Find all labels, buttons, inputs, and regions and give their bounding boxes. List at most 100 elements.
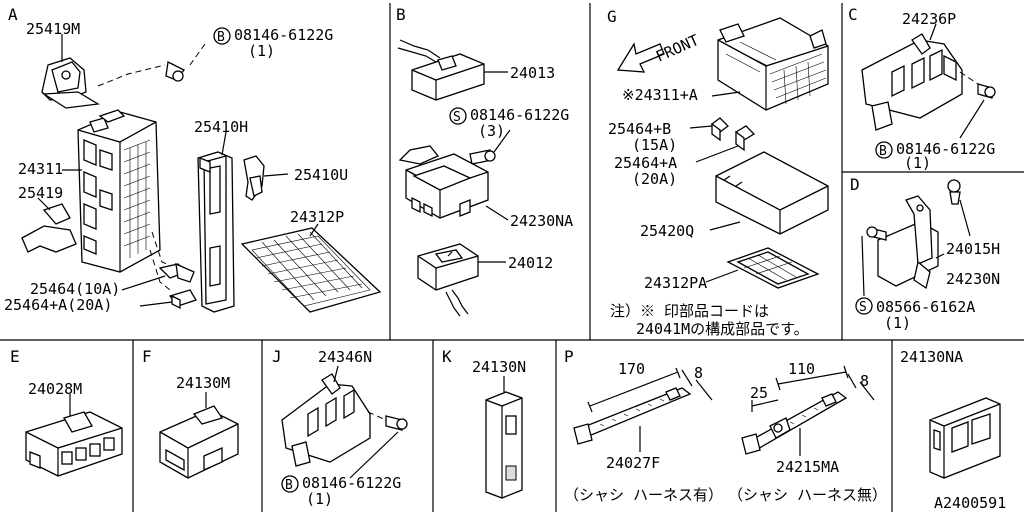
caption-with-harness: （シャシ ハーネス有） bbox=[564, 486, 723, 504]
section-p bbox=[573, 365, 875, 456]
section-f bbox=[159, 392, 239, 479]
label-qty-b: (3) bbox=[478, 122, 505, 140]
screw-badge-s-d: S bbox=[855, 297, 873, 315]
section-p-label: P bbox=[564, 347, 574, 366]
bolt-d-drawing bbox=[947, 179, 961, 205]
connector-24130m-drawing bbox=[159, 405, 239, 479]
label-25464a-g: 25464+A bbox=[614, 154, 677, 172]
fuse-20a-g-drawing bbox=[734, 125, 756, 152]
section-d-label: D bbox=[850, 175, 860, 194]
screw-c-drawing bbox=[977, 83, 996, 99]
front-arrow-icon bbox=[616, 42, 665, 73]
fuse-box-24311a-drawing bbox=[717, 17, 829, 111]
label-08146-6122g-c: 08146-6122G bbox=[896, 140, 995, 158]
screw-j-drawing bbox=[385, 415, 408, 431]
label-front: FRONT bbox=[653, 31, 702, 66]
svg-text:B: B bbox=[217, 30, 225, 45]
label-24311a: ※24311+A bbox=[622, 86, 698, 104]
connector-24028m-drawing bbox=[25, 411, 123, 477]
section-d bbox=[861, 179, 971, 297]
section-k-label: K bbox=[442, 347, 452, 366]
bolt-badge-b-a: B bbox=[213, 27, 231, 45]
bracket-25419-drawing bbox=[21, 203, 77, 253]
relay-24012-drawing bbox=[417, 243, 479, 317]
section-e-label: E bbox=[10, 347, 20, 366]
label-25464a-20a: 25464+A(20A) bbox=[4, 296, 112, 314]
label-qty-a: (1) bbox=[248, 42, 275, 60]
section-a-label: A bbox=[8, 5, 18, 24]
label-24015h: 24015H bbox=[946, 240, 1000, 258]
bracket-24236p-drawing bbox=[861, 33, 963, 131]
label-qty-d: (1) bbox=[884, 314, 911, 332]
section-f-label: F bbox=[142, 347, 152, 366]
note-line-1: 注）※ 印部品コードは bbox=[610, 302, 769, 320]
section-b-label: B bbox=[396, 5, 406, 24]
dim-25: 25 bbox=[750, 384, 768, 402]
caption-without-harness: （シャシ ハーネス無） bbox=[728, 486, 887, 504]
relay-24013-drawing bbox=[397, 39, 485, 101]
label-25410h: 25410H bbox=[194, 118, 248, 136]
grid-plate-24312p-drawing bbox=[240, 227, 382, 313]
section-e bbox=[25, 394, 123, 477]
svg-text:S: S bbox=[859, 300, 867, 315]
dim-8-b: 8 bbox=[860, 372, 869, 390]
note-line-2: 24041Mの構成部品です。 bbox=[636, 320, 809, 338]
section-k bbox=[485, 376, 523, 499]
section-g bbox=[616, 17, 829, 289]
bolt-badge-b-c: B bbox=[875, 141, 893, 159]
figure-id: A2400591 bbox=[934, 494, 1006, 512]
cover-25420q-drawing bbox=[715, 151, 829, 235]
label-25464-10a: 25464(10A) bbox=[30, 280, 120, 298]
label-qty-c: (1) bbox=[904, 154, 931, 172]
section-b bbox=[397, 39, 511, 317]
label-08146-6122g-a: 08146-6122G bbox=[234, 26, 333, 44]
dim-8-a: 8 bbox=[694, 364, 703, 382]
label-24236p: 24236P bbox=[902, 10, 956, 28]
section-j-label: J bbox=[272, 347, 282, 366]
label-08146-6122g-b: 08146-6122G bbox=[470, 106, 569, 124]
label-24130n: 24130N bbox=[472, 358, 526, 376]
label-24130m: 24130M bbox=[176, 374, 230, 392]
fuse-15a-drawing bbox=[711, 117, 729, 142]
section-c bbox=[861, 23, 996, 139]
label-25419m: 25419M bbox=[26, 20, 80, 38]
svg-text:S: S bbox=[453, 110, 461, 125]
label-25419: 25419 bbox=[18, 184, 63, 202]
dim-110: 110 bbox=[788, 360, 815, 378]
label-25410u: 25410U bbox=[294, 166, 348, 184]
label-24346n: 24346N bbox=[318, 348, 372, 366]
svg-text:B: B bbox=[879, 144, 887, 159]
screw-b-drawing bbox=[469, 149, 496, 165]
bracket-24230n-drawing bbox=[877, 195, 939, 290]
bracket-24346n-drawing bbox=[281, 373, 371, 467]
fuse-block-24311-drawing bbox=[77, 109, 161, 273]
label-25420q: 25420Q bbox=[640, 222, 694, 240]
section-a bbox=[21, 34, 382, 313]
label-15a: (15A) bbox=[632, 136, 677, 154]
label-20a-g: (20A) bbox=[632, 170, 677, 188]
screw-a-drawing bbox=[165, 61, 186, 82]
label-24230na: 24230NA bbox=[510, 212, 573, 230]
screw-badge-s-b: S bbox=[449, 107, 467, 125]
label-qty-j: (1) bbox=[306, 490, 333, 508]
label-24215ma: 24215MA bbox=[776, 458, 839, 476]
label-24312p: 24312P bbox=[290, 208, 344, 226]
bracket-25410h-drawing bbox=[197, 151, 235, 313]
panel-dividers bbox=[0, 3, 1024, 512]
label-08566-6162a: 08566-6162A bbox=[876, 298, 975, 316]
section-g-label: G bbox=[607, 7, 617, 26]
label-24311: 24311 bbox=[18, 160, 63, 178]
label-24027f: 24027F bbox=[606, 454, 660, 472]
band-24027f-drawing bbox=[573, 387, 692, 445]
fuse-20a-drawing bbox=[168, 289, 197, 310]
connector-24130n-drawing bbox=[485, 391, 523, 499]
bracket-25419m-drawing bbox=[41, 57, 100, 109]
screw-d-drawing bbox=[866, 226, 887, 241]
label-24230n: 24230N bbox=[946, 270, 1000, 288]
bracket-24230na-drawing bbox=[398, 145, 489, 219]
label-24312pa: 24312PA bbox=[644, 274, 707, 292]
label-25464b: 25464+B bbox=[608, 120, 671, 138]
fuse-10a-drawing bbox=[158, 262, 195, 283]
